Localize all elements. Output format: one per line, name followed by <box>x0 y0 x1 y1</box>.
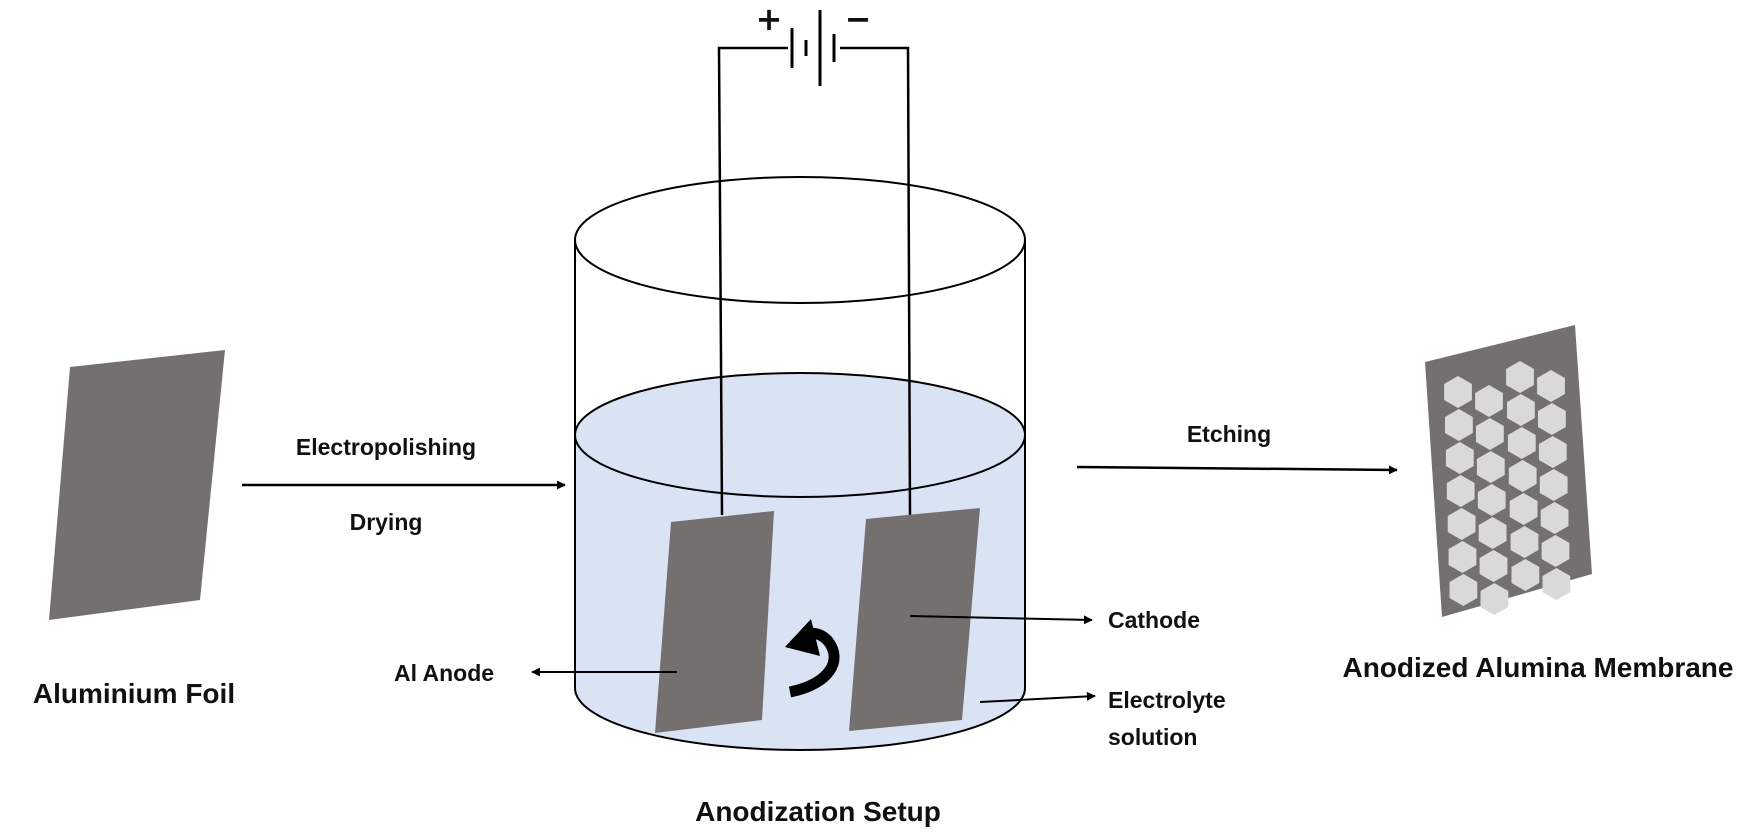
cathode-pointer <box>909 615 1093 625</box>
membrane-pore <box>1445 409 1473 441</box>
membrane-pore <box>1446 475 1475 507</box>
etching-arrow <box>1076 465 1398 475</box>
membrane-pore <box>1508 460 1537 492</box>
membrane-pore <box>1476 418 1504 450</box>
beaker-bottom <box>574 687 1026 751</box>
beaker-rim <box>574 176 1026 304</box>
rotation-arrow-icon <box>785 619 840 698</box>
membrane-pore <box>1478 517 1507 549</box>
al-anode-plate <box>655 511 774 733</box>
electrolyte-surface <box>574 372 1026 498</box>
cathode-plate <box>849 508 980 731</box>
etching-label: Etching <box>1187 421 1271 447</box>
membrane-pore <box>1510 526 1539 558</box>
membrane-pore <box>1507 394 1535 426</box>
membrane-pore <box>1538 436 1567 468</box>
anodization-setup-label: Anodization Setup <box>695 796 941 827</box>
positive-terminal-symbol: + <box>756 0 783 38</box>
electrolyte-label-line1: Electrolyte <box>1108 687 1226 713</box>
anode-wire <box>717 46 789 516</box>
membrane-pore <box>1479 550 1508 582</box>
al-anode-label: Al Anode <box>394 660 494 686</box>
membrane-pore <box>1506 361 1534 393</box>
membrane-pore <box>1538 403 1566 435</box>
membrane-pore <box>1445 442 1474 474</box>
electrolyte-label-line2: solution <box>1108 724 1197 750</box>
aluminium-foil-label: Aluminium Foil <box>33 678 235 709</box>
cathode-label: Cathode <box>1108 607 1200 633</box>
negative-terminal-symbol: − <box>845 0 872 38</box>
membrane-pore <box>1541 535 1570 567</box>
membrane-pore <box>1444 376 1472 408</box>
membrane-pore <box>1476 451 1505 483</box>
electropolishing-label: Electropolishing <box>296 434 476 460</box>
membrane-pore <box>1537 370 1565 402</box>
membrane-pore <box>1448 541 1477 573</box>
membrane-pore <box>1480 583 1509 615</box>
membrane-pore <box>1449 574 1478 606</box>
membrane-pore <box>1509 493 1538 525</box>
membrane-pore <box>1539 469 1568 501</box>
membrane-pores <box>1444 361 1571 615</box>
battery-icon <box>788 10 840 86</box>
membrane-pore <box>1475 385 1503 417</box>
membrane-pore <box>1511 559 1540 591</box>
membrane-label: Anodized Alumina Membrane <box>1342 652 1733 683</box>
electrolyte-pointer <box>979 691 1096 703</box>
membrane-pore <box>1447 508 1476 540</box>
membrane-pore <box>1542 568 1571 600</box>
membrane-pore <box>1507 427 1536 459</box>
membrane-pore <box>1540 502 1569 534</box>
cathode-wire <box>838 46 912 516</box>
membrane-pore <box>1477 484 1506 516</box>
drying-label: Drying <box>350 509 423 535</box>
aluminium-foil-sheet <box>49 350 225 620</box>
